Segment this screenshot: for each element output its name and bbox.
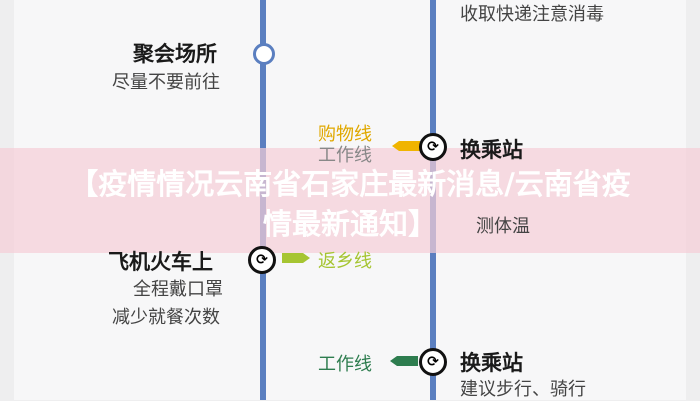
- stop-title: 换乘站: [460, 351, 523, 375]
- transfer-icon: ⟳: [419, 133, 447, 161]
- stop-desc: 建议步行、骑行: [460, 379, 586, 400]
- top-note: 收取快递注意消毒: [460, 4, 604, 25]
- line-label-home: 返乡线: [318, 251, 372, 272]
- title-overlay-band: [0, 148, 700, 253]
- stop-title: 飞机火车上: [108, 250, 213, 274]
- line-label-shopping: 购物线: [318, 124, 372, 145]
- stop-title: 聚会场所: [133, 42, 217, 66]
- transfer-icon: ⟳: [419, 348, 447, 376]
- home-arrow-icon: [282, 253, 310, 263]
- shopping-arrow-icon: [392, 141, 420, 151]
- stop-desc: 全程戴口罩: [133, 279, 223, 300]
- stop-desc: 减少就餐次数: [112, 307, 220, 328]
- stop-title: 换乘站: [460, 138, 523, 162]
- line-label-work: 工作线: [318, 145, 372, 166]
- line-label-work: 工作线: [318, 354, 372, 375]
- overlay-title: 【疫情情况云南省石家庄最新消息/云南省疫情最新通知】: [69, 167, 631, 241]
- stop-desc: 测体温: [476, 216, 530, 237]
- work-arrow-icon: [390, 356, 418, 366]
- transfer-icon: ⟳: [248, 246, 276, 274]
- station-node: [253, 43, 275, 65]
- stop-desc: 尽量不要前往: [112, 72, 220, 93]
